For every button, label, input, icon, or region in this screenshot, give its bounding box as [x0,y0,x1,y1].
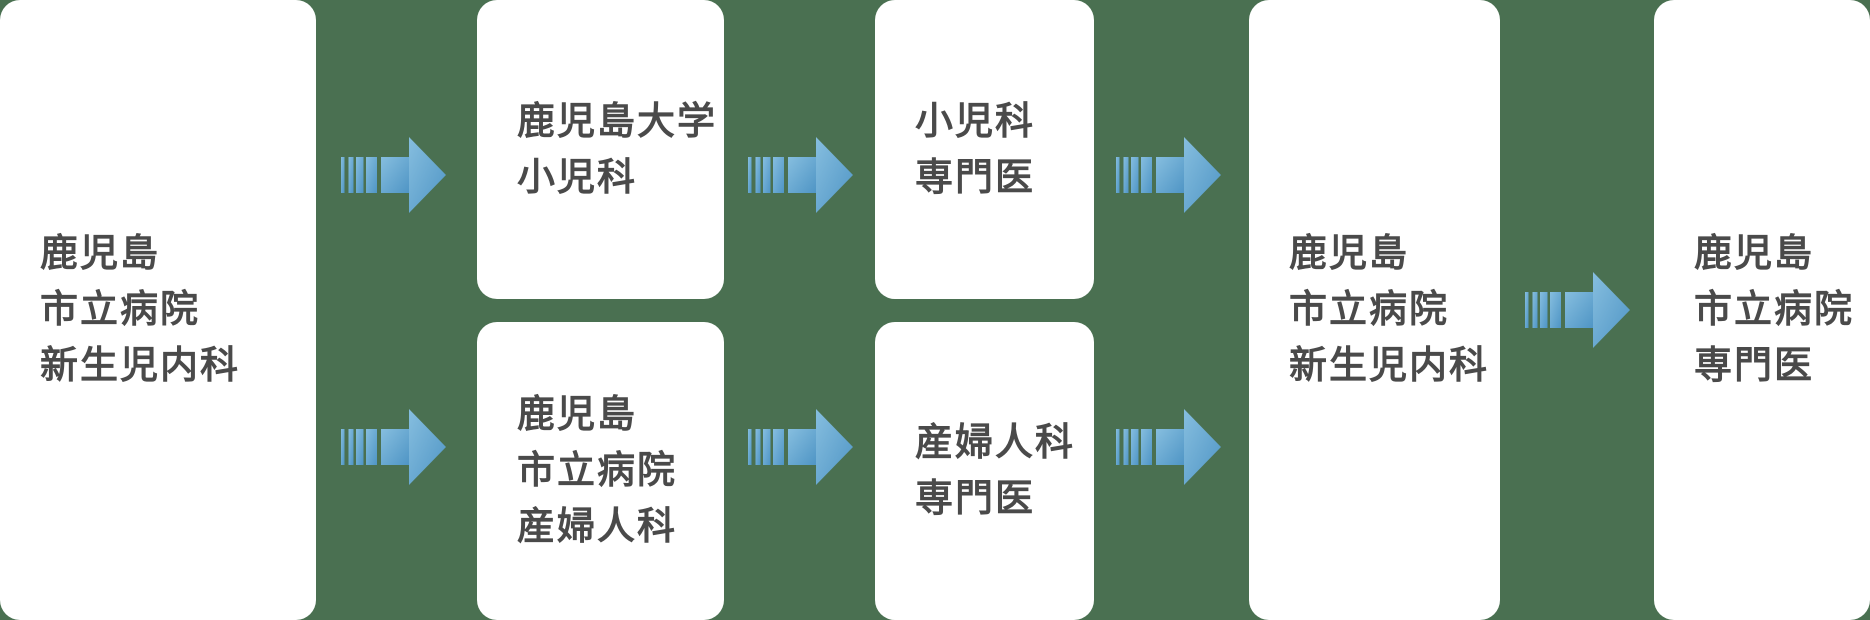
node-city-hospital-neonatal: 鹿児島 市立病院 新生児内科 [1249,0,1500,620]
flow-arrow-icon [341,137,446,213]
flow-arrow-icon [1525,272,1630,348]
node-text-line: 市立病院 [1694,289,1855,331]
flow-arrow-icon [341,409,446,485]
node-text-line: 専門医 [1694,345,1815,387]
node-text-line: 鹿児島 [1694,233,1815,275]
node-text-line: 鹿児島大学 [517,100,718,143]
flow-arrow-icon [748,137,853,213]
node-text-line: 鹿児島 [1289,233,1410,275]
node-text-line: 市立病院 [517,450,678,492]
node-city-hospital-obgyn: 鹿児島 市立病院 産婦人科 [477,322,724,620]
node-text-line: 小児科 [915,100,1036,143]
node-text-line: 市立病院 [1289,289,1450,331]
node-text-line: 専門医 [915,478,1036,520]
node-text-line: 専門医 [915,156,1036,199]
node-start-city-hospital-neonatal: 鹿児島 市立病院 新生児内科 [0,0,316,620]
node-text-line: 産婦人科 [915,422,1076,464]
node-text-line: 新生児内科 [40,345,241,387]
node-pediatrics-specialist: 小児科 専門医 [875,0,1094,299]
flow-arrow-icon [1116,137,1221,213]
node-text-line: 鹿児島 [517,394,638,436]
node-obgyn-specialist: 産婦人科 専門医 [875,322,1094,620]
node-text-line: 産婦人科 [517,506,678,548]
node-text-line: 新生児内科 [1289,345,1490,387]
node-kagoshima-univ-pediatrics: 鹿児島大学 小児科 [477,0,724,299]
node-text-line: 鹿児島 [40,233,161,275]
node-city-hospital-specialist: 鹿児島 市立病院 専門医 [1654,0,1870,620]
node-text-line: 市立病院 [40,289,201,331]
flow-arrow-icon [748,409,853,485]
node-text-line: 小児科 [517,156,638,199]
flow-arrow-icon [1116,409,1221,485]
